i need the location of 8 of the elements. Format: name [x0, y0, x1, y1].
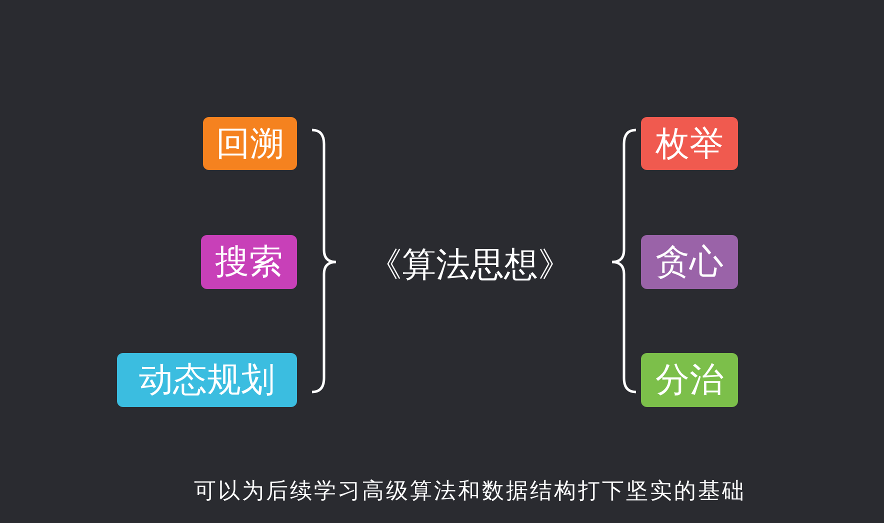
topic-box: 分治 [641, 353, 738, 407]
topic-box: 动态规划 [117, 353, 297, 407]
topic-box: 枚举 [641, 117, 738, 170]
topic-box: 搜索 [201, 235, 297, 289]
title: 《算法思想》 [367, 244, 573, 287]
topic-box: 贪心 [641, 235, 738, 289]
topic-box: 回溯 [203, 117, 297, 170]
subtitle: 可以为后续学习高级算法和数据结构打下坚实的基础 [193, 478, 747, 506]
